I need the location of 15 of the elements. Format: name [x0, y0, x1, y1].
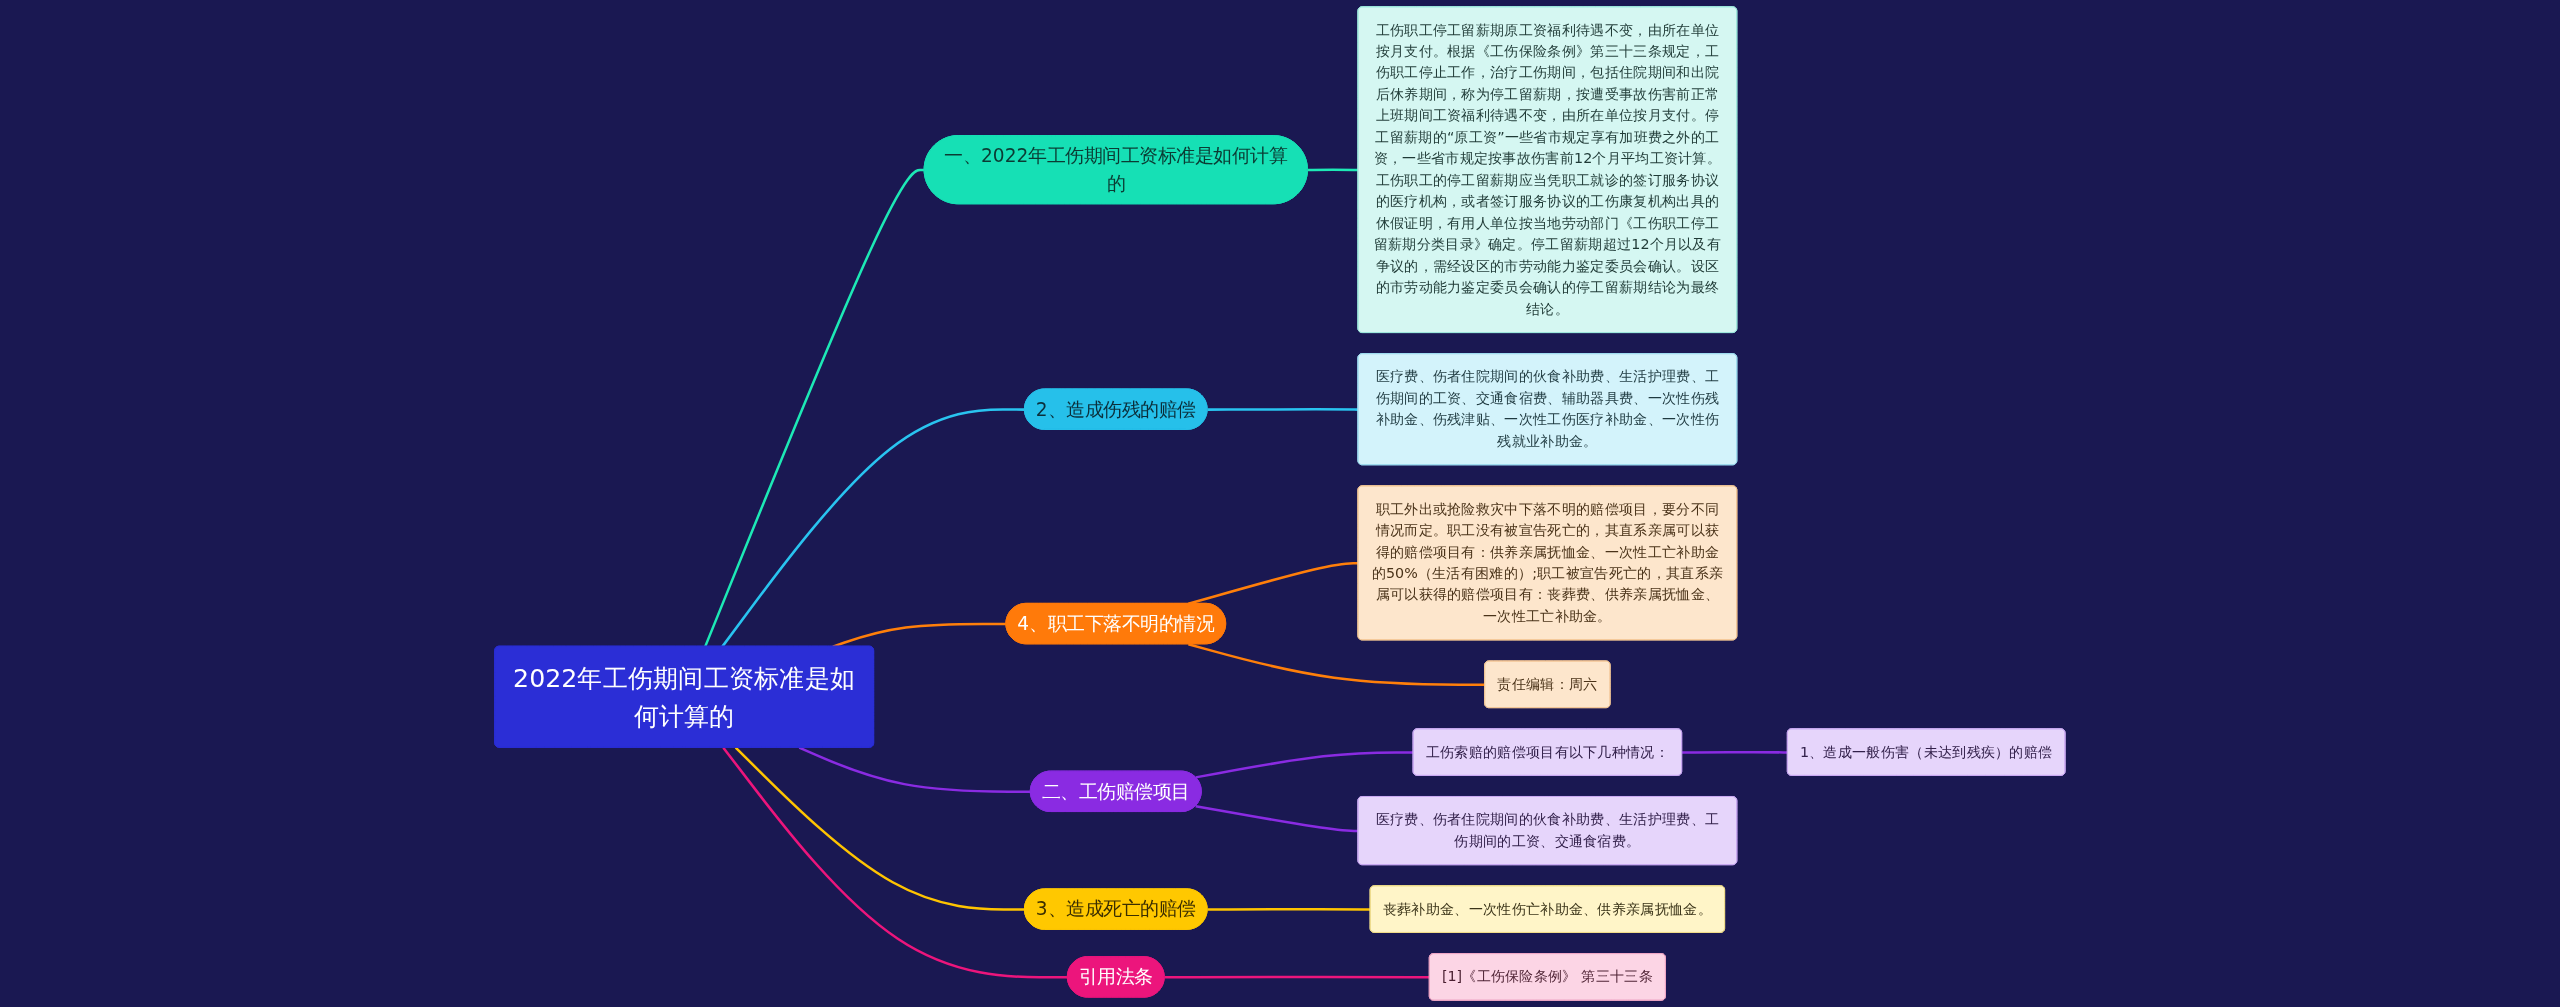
connector: [734, 746, 1025, 911]
connector: [722, 746, 1068, 979]
connector: [1164, 975, 1430, 979]
connector: [832, 622, 1007, 648]
connector: [1307, 168, 1359, 172]
connector: [1682, 750, 1788, 754]
connector: [721, 408, 1025, 648]
connector: [1188, 561, 1359, 605]
connector: [1188, 643, 1486, 686]
connector: [798, 746, 1031, 794]
connector: [1207, 908, 1371, 911]
connector: [704, 168, 925, 648]
connector: [1207, 408, 1359, 411]
connector: [1195, 751, 1414, 779]
connector: [1195, 804, 1359, 833]
